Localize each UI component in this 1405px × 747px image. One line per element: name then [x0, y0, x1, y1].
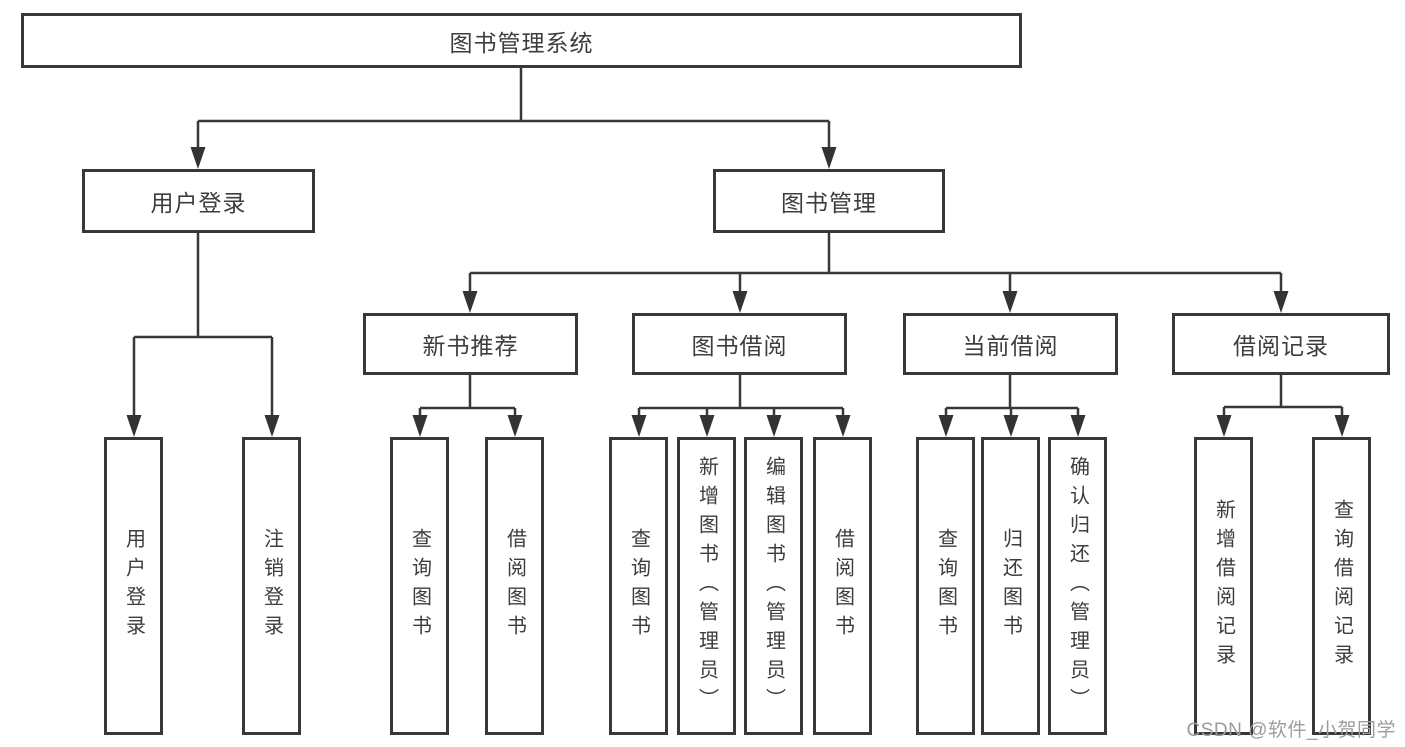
connector-root: [196, 68, 831, 148]
node-book-management: 图书管理: [713, 169, 945, 233]
arrow-icon: [938, 415, 954, 437]
csdn-watermark: CSDN @软件_小贺同学: [1186, 720, 1396, 741]
leaf-add-books-admin: 新增图书（管理员）: [677, 437, 736, 735]
connector-current-borrowing: [944, 375, 1080, 416]
connector-book-borrowing: [637, 375, 845, 416]
arrow-icon: [1070, 415, 1086, 437]
leaf-return-books: 归还图书: [981, 437, 1040, 735]
leaf-confirm-return-admin: 确认归还（管理员）: [1048, 437, 1107, 735]
leaf-query-books: 查询图书: [609, 437, 668, 735]
leaf-add-borrow-record: 新增借阅记录: [1194, 437, 1253, 735]
arrow-icon: [766, 415, 782, 437]
leaf-label: 归还图书: [999, 528, 1022, 644]
arrow-icon: [821, 147, 837, 169]
node-current-borrowing: 当前借阅: [903, 313, 1118, 375]
leaf-label: 新增借阅记录: [1212, 499, 1235, 673]
arrow-icon: [699, 415, 715, 437]
leaf-label: 确认归还（管理员）: [1066, 455, 1089, 717]
leaf-borrow-books: 借阅图书: [485, 437, 544, 735]
node-library-system: 图书管理系统: [21, 13, 1022, 68]
node-user-login: 用户登录: [82, 169, 315, 233]
leaf-query-borrow-record: 查询借阅记录: [1312, 437, 1371, 735]
leaf-label: 查询图书: [627, 528, 650, 644]
leaf-query-books: 查询图书: [390, 437, 449, 735]
arrow-icon: [507, 415, 523, 437]
leaf-label: 注销登录: [260, 528, 283, 644]
leaf-user-login: 用户登录: [104, 437, 163, 735]
arrow-icon: [1216, 415, 1232, 437]
node-borrowing-records: 借阅记录: [1172, 313, 1390, 375]
leaf-logout: 注销登录: [242, 437, 301, 735]
connector-new-book-recommendation: [418, 375, 517, 416]
arrow-icon: [732, 291, 748, 313]
leaf-label: 借阅图书: [503, 528, 526, 644]
leaf-borrow-books: 借阅图书: [813, 437, 872, 735]
leaf-label: 新增图书（管理员）: [695, 455, 718, 717]
connector-book-management: [468, 233, 1283, 292]
arrow-icon: [190, 147, 206, 169]
arrow-icon: [462, 291, 478, 313]
leaf-label: 查询图书: [934, 528, 957, 644]
arrow-icon: [1334, 415, 1350, 437]
leaf-label: 用户登录: [122, 528, 145, 644]
leaf-edit-books-admin: 编辑图书（管理员）: [744, 437, 803, 735]
arrowheads: [126, 147, 1350, 437]
leaf-label: 查询借阅记录: [1330, 499, 1353, 673]
arrow-icon: [835, 415, 851, 437]
leaf-query-books: 查询图书: [916, 437, 975, 735]
connector-user-login: [132, 233, 274, 416]
leaf-label: 借阅图书: [831, 528, 854, 644]
arrow-icon: [264, 415, 280, 437]
connector-borrowing-records: [1222, 375, 1344, 416]
node-book-borrowing: 图书借阅: [632, 313, 847, 375]
arrow-icon: [1273, 291, 1289, 313]
arrow-icon: [126, 415, 142, 437]
arrow-icon: [631, 415, 647, 437]
leaf-label: 查询图书: [408, 528, 431, 644]
leaf-label: 编辑图书（管理员）: [762, 455, 785, 717]
arrow-icon: [1003, 415, 1019, 437]
arrow-icon: [1002, 291, 1018, 313]
arrow-icon: [412, 415, 428, 437]
node-new-book-recommendation: 新书推荐: [363, 313, 578, 375]
